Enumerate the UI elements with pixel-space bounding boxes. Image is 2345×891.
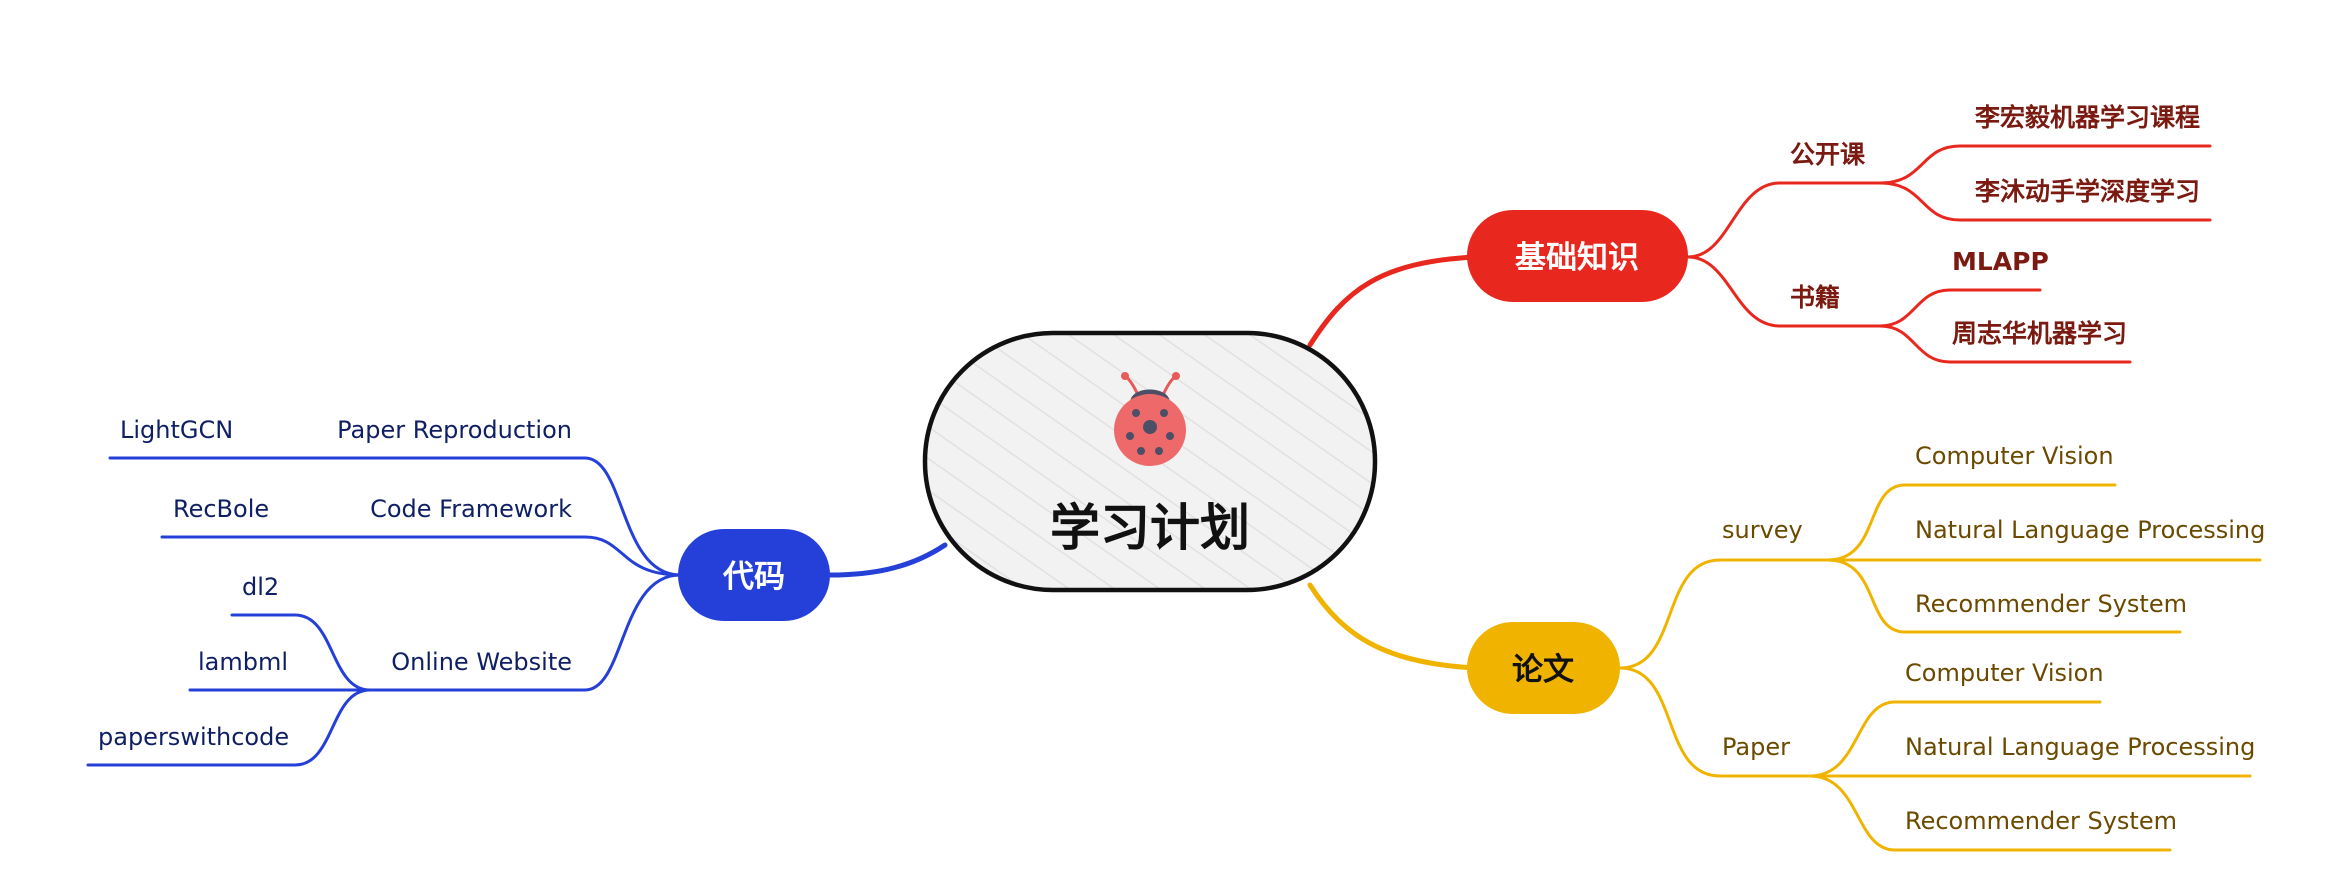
group-label-code-framework: Code Framework (370, 495, 572, 523)
connector-center-to-basics (1307, 254, 1478, 348)
group-label-books: 书籍 (1790, 283, 1840, 312)
group-label-paper: Paper (1722, 733, 1790, 761)
basics-subtree: 公开课 书籍 李宏毅机器学习课程 李沐动手学深度学习 MLAPP 周志华机器学习 (1686, 103, 2212, 364)
main-connectors (827, 254, 1478, 671)
leaf-label-paperswithcode: paperswithcode (98, 723, 289, 751)
topic-code[interactable]: 代码 (678, 529, 830, 621)
group-label-open-course: 公开课 (1790, 140, 1866, 169)
leaf-label-lihongyi-course: 李宏毅机器学习课程 (1975, 103, 2200, 132)
topic-basics[interactable]: 基础知识 (1467, 210, 1688, 302)
leaf-label-mlapp: MLAPP (1952, 247, 2049, 276)
topic-papers-label: 论文 (1512, 652, 1574, 688)
central-topic[interactable]: 学习计划 (922, 330, 1378, 593)
group-label-online-website: Online Website (391, 648, 572, 676)
leaf-label-paper-nlp: Natural Language Processing (1905, 733, 2255, 761)
central-topic-title: 学习计划 (1050, 499, 1250, 557)
leaf-label-survey-cv: Computer Vision (1915, 442, 2114, 470)
ladybug-icon (1114, 372, 1186, 466)
connector-center-to-papers (1307, 582, 1478, 671)
leaf-label-lightgcn: LightGCN (120, 416, 233, 444)
leaf-label-survey-recsys: Recommender System (1915, 590, 2187, 618)
leaf-label-paper-recsys: Recommender System (1905, 807, 2177, 835)
topic-code-label: 代码 (722, 559, 785, 595)
leaf-label-zhouzhihua-book: 周志华机器学习 (1952, 319, 2127, 348)
leaf-label-recbole: RecBole (173, 495, 269, 523)
leaf-label-survey-nlp: Natural Language Processing (1915, 516, 2265, 544)
leaf-label-limu-course: 李沐动手学深度学习 (1975, 177, 2200, 206)
leaf-label-paper-cv: Computer Vision (1905, 659, 2104, 687)
leaf-label-lambml: lambml (198, 648, 288, 676)
group-label-survey: survey (1722, 516, 1803, 544)
topic-basics-label: 基础知识 (1515, 240, 1639, 276)
code-subtree: Paper Reproduction Code Framework Online… (86, 416, 682, 767)
topic-papers[interactable]: 论文 (1467, 622, 1620, 714)
connector-center-to-code (827, 542, 948, 578)
leaf-label-dl2: dl2 (242, 573, 279, 601)
papers-subtree: survey Paper Computer Vision Natural Lan… (1618, 442, 2265, 852)
group-label-paper-reproduction: Paper Reproduction (337, 416, 572, 444)
